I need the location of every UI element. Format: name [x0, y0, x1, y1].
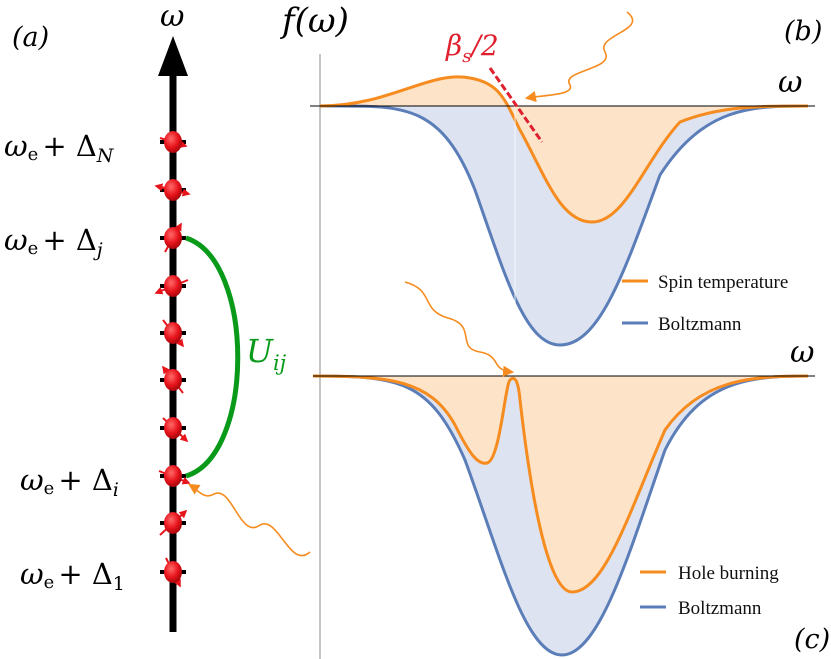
level-label-1: ωe+ Δ1: [20, 557, 125, 595]
spin-temperature-area-b: [320, 76, 808, 223]
drive-wave-arrow-c: [404, 281, 515, 377]
spin: [164, 222, 182, 253]
drive-wave-arrow-b: [524, 11, 634, 103]
coupling-label: Uij: [246, 332, 287, 375]
legend-label-spin-temperature: Spin temperature: [658, 272, 788, 293]
spin: [162, 365, 184, 394]
energy-axis-arrowhead: [158, 36, 188, 76]
y-axis-label: f(ω): [279, 1, 349, 41]
level-label-i: ωe+ Δi: [20, 463, 119, 501]
spin: [162, 417, 189, 443]
legend-label-boltzmann-c: Boltzmann: [678, 598, 762, 619]
spin: [159, 131, 188, 153]
boltzmann-curve-b: [319, 104, 809, 347]
level-label-j: ωe+ Δj: [4, 223, 103, 261]
legend-b: Spin temperature Boltzmann: [622, 272, 788, 335]
energy-axis-label: ω: [160, 0, 184, 34]
panel-label-b: (b): [784, 16, 822, 47]
coupling-arc: [185, 235, 241, 479]
beta-label: βs/2: [445, 29, 499, 67]
spin: [154, 275, 189, 297]
panel-label-a: (a): [12, 22, 49, 53]
hole-burning-area-c: [313, 376, 808, 592]
horizontal-axis-label-b: ω: [778, 65, 802, 100]
spin: [162, 319, 184, 348]
spin: [154, 179, 191, 201]
legend-label-boltzmann-b: Boltzmann: [658, 314, 742, 335]
level-label-n: ωe+ ΔN: [4, 129, 115, 167]
spin: [159, 509, 188, 536]
spin: [164, 557, 182, 588]
legend-label-hole-burning: Hole burning: [678, 563, 779, 584]
boltzmann-area-b: [320, 105, 808, 345]
panel-label-c: (c): [794, 624, 830, 655]
panel-a: (a) ω: [4, 0, 311, 632]
hole-burning-curve-c: [312, 374, 809, 594]
drive-wave-arrow-a: [188, 483, 311, 557]
spin-list: [154, 131, 191, 588]
horizontal-axis-label-c: ω: [790, 335, 814, 370]
boltzmann-curve-c: [312, 374, 809, 657]
beta-tangent-line: [488, 67, 544, 143]
spin: [158, 465, 191, 487]
spin-temperature-curve-b: [319, 75, 809, 224]
panel-b: f(ω) (b) ω βs/2 Spin temperature Boltzma…: [279, 1, 822, 659]
panel-c: ω Hole burning Boltzmann (c): [312, 281, 830, 657]
legend-c: Hole burning Boltzmann: [640, 563, 779, 619]
